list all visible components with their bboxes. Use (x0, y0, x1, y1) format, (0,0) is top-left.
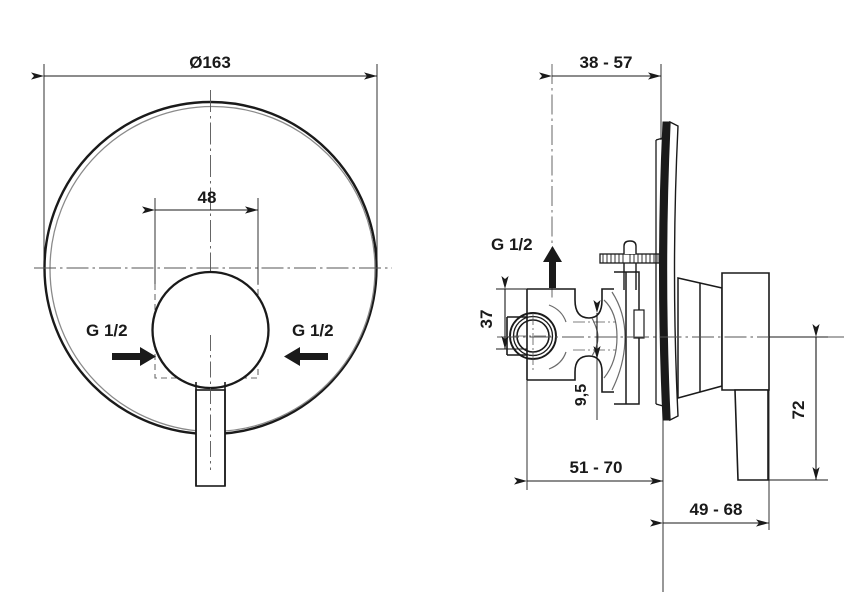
dimension-label-48: 48 (198, 188, 217, 207)
front-inlet-left-label: G 1/2 (86, 321, 128, 340)
dimension-diameter-163: Ø163 (31, 53, 377, 80)
dimension-label-49-68: 49 - 68 (690, 500, 743, 519)
front-inlet-right-arrow-icon (284, 347, 328, 366)
front-inlet-right-group: G 1/2 (284, 321, 334, 366)
dimension-label-9-5: 9,5 (573, 384, 590, 406)
side-valve-body (526, 288, 614, 393)
side-outlet-up-arrow-icon (543, 246, 562, 288)
front-diameter-extension-lines (43, 64, 378, 270)
side-section-view: 38 - 57 G 1/2 (477, 53, 846, 592)
dimension-label-38-57: 38 - 57 (580, 53, 633, 72)
front-inlet-left-arrow-icon (112, 347, 156, 366)
side-handle-body (721, 272, 770, 391)
side-cartridge-internals (548, 291, 626, 391)
front-view: Ø163 48 (31, 53, 392, 487)
front-lever-stem (195, 389, 226, 487)
dimension-label-diameter: Ø163 (189, 53, 231, 72)
dimension-48: 48 (142, 188, 258, 214)
dimension-label-51-70: 51 - 70 (570, 458, 623, 477)
side-threaded-rod (599, 240, 666, 290)
dimension-49-68: 49 - 68 (650, 390, 770, 530)
dimension-51-70: 51 - 70 (514, 380, 664, 592)
side-lever-arm (734, 389, 769, 481)
side-handle-base-cone (677, 277, 723, 399)
side-outlet-top-group: G 1/2 (491, 235, 562, 288)
dimension-label-72: 72 (789, 401, 808, 420)
dimension-72: 72 (768, 324, 828, 481)
dimension-label-37: 37 (477, 310, 496, 329)
front-inlet-right-label: G 1/2 (292, 321, 334, 340)
side-escutcheon-plate (655, 120, 679, 422)
front-inlet-left-group: G 1/2 (86, 321, 156, 366)
side-outlet-top-label: G 1/2 (491, 235, 533, 254)
side-inlet-boss (506, 312, 557, 372)
dimension-37: 37 (477, 276, 527, 350)
dimension-38-57: 38 - 57 (539, 53, 661, 80)
dimension-9-5: 9,5 (573, 300, 616, 420)
front-lever-stem-merge (195, 382, 226, 486)
side-body-sleeve (614, 271, 645, 405)
